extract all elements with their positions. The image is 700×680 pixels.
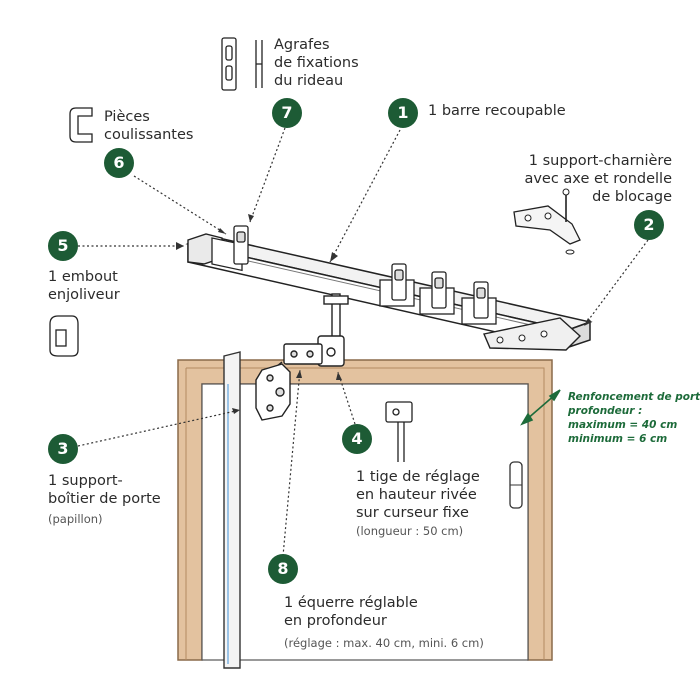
callout-1-text: 1 barre recoupable (428, 103, 566, 119)
callout-7-line3: du rideau (274, 73, 344, 89)
hinge-support-mounted (483, 317, 582, 351)
callout-badge-3: 3 (48, 434, 78, 464)
hinge-support-loose (513, 188, 581, 255)
callout-6-line2: coulissantes (104, 127, 194, 143)
callout-6-line1: Pièces (104, 109, 150, 125)
callout-badge-1: 1 (388, 98, 418, 128)
callout-badge-4: 4 (342, 424, 372, 454)
recess-note-line4: minimum = 6 cm (568, 433, 668, 445)
leader-arrowheads (176, 214, 592, 414)
clip-icon (221, 37, 263, 91)
callout-badge-6: 6 (104, 148, 134, 178)
recess-note-line2: profondeur : (568, 405, 643, 417)
callout-8-line2: en profondeur (284, 613, 387, 629)
recess-note-line3: maximum = 40 cm (568, 419, 678, 431)
rod-icon (385, 401, 413, 462)
callout-badge-5: 5 (48, 231, 78, 261)
height-rod-assembly (317, 293, 349, 367)
callout-7-line2: de fixations (274, 55, 359, 71)
end-cap-icon (49, 315, 79, 357)
recess-depth-arrow (520, 389, 561, 426)
callout-8-note: (réglage : max. 40 cm, mini. 6 cm) (284, 636, 484, 650)
slider-piece-icon (69, 107, 93, 143)
door-hinge (509, 461, 523, 509)
callout-3-line2: boîtier de porte (48, 491, 161, 507)
callout-4-note: (longueur : 50 cm) (356, 524, 464, 538)
callout-badge-7: 7 (272, 98, 302, 128)
callout-8-line1: 1 équerre réglable (284, 595, 418, 611)
callout-7-line1: Agrafes (274, 37, 330, 53)
recess-note-line1: Renfoncement de porte (568, 391, 700, 403)
callout-5-line1: 1 embout (48, 269, 118, 285)
leader-lines (77, 127, 649, 557)
callout-4-line3: sur curseur fixe (356, 505, 469, 521)
callout-2-line2: avec axe et rondelle (524, 171, 672, 187)
door-box-support (255, 363, 291, 421)
callout-5-line2: enjoliveur (48, 287, 120, 303)
callout-2-line1: 1 support-charnière (528, 153, 672, 169)
curtain-clips (233, 225, 489, 319)
callout-3-line1: 1 support- (48, 473, 123, 489)
callout-badge-2: 2 (634, 210, 664, 240)
callout-3-note: (papillon) (48, 512, 103, 526)
door-leaf (223, 351, 241, 669)
callout-2-line3: de blocage (592, 189, 672, 205)
callout-4-line1: 1 tige de réglage (356, 469, 480, 485)
callout-badge-8: 8 (268, 554, 298, 584)
callout-4-line2: en hauteur rivée (356, 487, 477, 503)
